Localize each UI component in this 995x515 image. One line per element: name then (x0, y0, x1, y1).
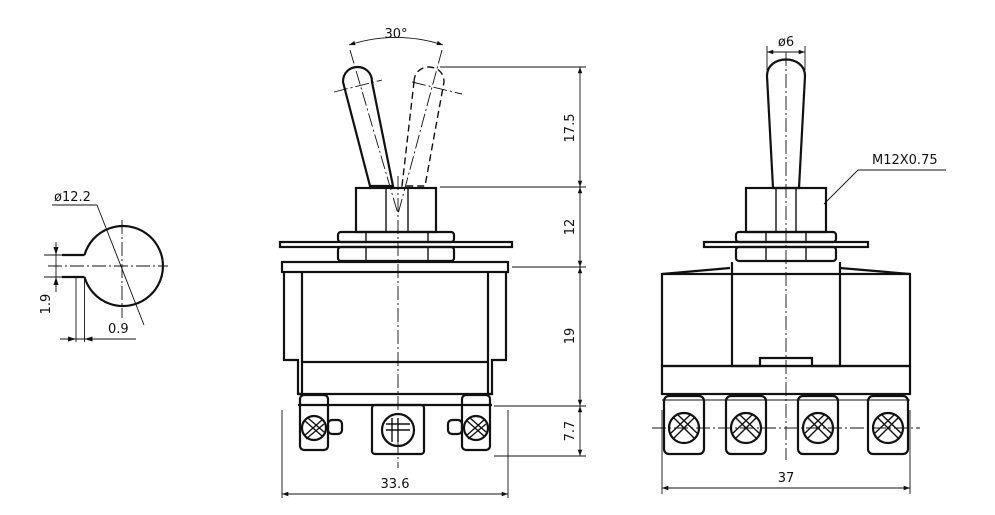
angle-label: 30° (384, 27, 407, 42)
toggle-lever (341, 66, 395, 188)
key-height-label: 1.9 (39, 294, 54, 315)
lever-diameter-label: ø6 (778, 35, 794, 50)
lower-nut (336, 245, 456, 263)
front-view: 30° (278, 27, 514, 498)
side-view: ø6 M12X0.75 (652, 35, 946, 494)
front-terminals (298, 393, 492, 456)
thread-label: M12X0.75 (872, 153, 938, 168)
thread-leader (823, 169, 859, 205)
diameter-leader (96, 204, 145, 326)
terminal-height-label: 7.7 (563, 421, 578, 442)
bushing (354, 186, 438, 234)
nut-diameter-label: ø12.2 (54, 190, 91, 205)
body-height-label: 19 (563, 328, 578, 345)
side-width-label: 37 (778, 471, 795, 486)
front-width-label: 33.6 (381, 477, 410, 492)
body-cap (280, 260, 510, 274)
nut (336, 230, 456, 244)
body-right-wall (486, 272, 508, 396)
body-left-wall (282, 272, 304, 396)
side-base (660, 364, 912, 396)
angle-arc (348, 36, 444, 46)
bushing-height-label: 12 (563, 219, 578, 236)
side-toggle-lever (765, 58, 807, 190)
side-lower-nut (734, 245, 838, 263)
vertical-dimensions: 17.5 12 19 7.7 (440, 66, 586, 457)
key-depth-label: 0.9 (108, 322, 129, 337)
lever-length-label: 17.5 (563, 114, 578, 143)
top-view: ø12.2 1.9 0.9 (39, 190, 168, 342)
